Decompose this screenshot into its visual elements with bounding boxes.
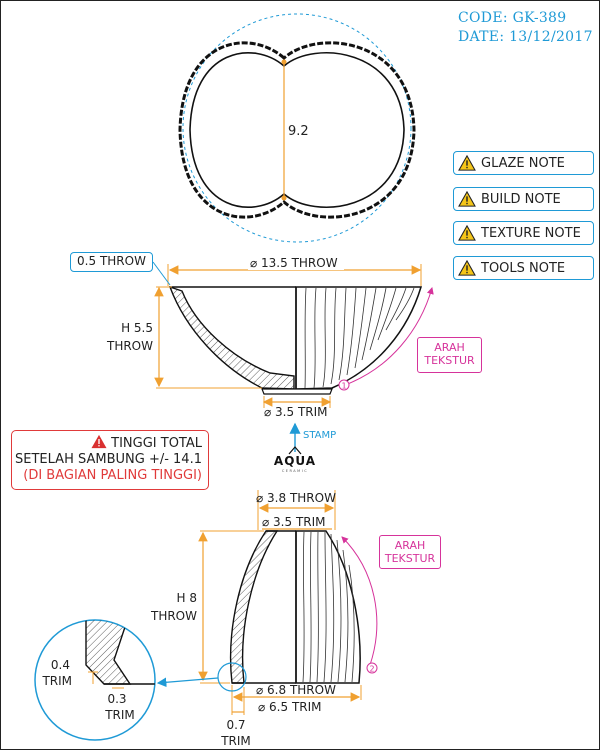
vase-base-inner-label: ⌀ 6.5 TRIM (258, 700, 322, 714)
alert-line: (DI BAGIAN PALING TINGGI) (23, 468, 202, 483)
vase-height-label: THROW (150, 609, 197, 623)
texture-tag-line: TEKSTUR (384, 552, 436, 565)
date-label: DATE: 13/12/2017 (458, 29, 593, 45)
bowl-width-label: ⌀ 13.5 THROW (250, 256, 338, 270)
texture-tag-line: ARAH (434, 341, 465, 354)
rim-thickness-tag: 0.5 THROW (70, 252, 153, 272)
bowl-texture-tag: ARAH TEKSTUR (417, 337, 482, 373)
note-label: TEXTURE NOTE (481, 225, 581, 241)
vase-wall-label: 0.7 (226, 718, 245, 732)
vase-wall-label: TRIM (220, 734, 251, 748)
top-diameter-label: 9.2 (288, 124, 309, 139)
note-label: TOOLS NOTE (481, 260, 566, 276)
detail-trim-a-label: TRIM (41, 674, 72, 688)
code-label: CODE: GK-389 (458, 10, 566, 26)
bowl-marker (338, 379, 350, 391)
vase-top-inner-label: ⌀ 3.5 TRIM (262, 515, 326, 529)
detail-trim-b-label: 0.3 (107, 692, 126, 706)
bowl-foot (261, 388, 333, 395)
bowl-height-label: H 5.5 (121, 321, 153, 335)
top-view-guide-circle (182, 13, 412, 243)
texture-tag-line: ARAH (394, 539, 426, 552)
glaze-note-button[interactable]: GLAZE NOTE (453, 151, 594, 175)
total-height-alert: TINGGI TOTAL SETELAH SAMBUNG +/- 14.1 (D… (11, 430, 209, 490)
bowl-exterior (295, 286, 423, 390)
vase-base-outer-label: ⌀ 6.8 THROW (256, 683, 336, 697)
detail-leader-line (156, 677, 219, 688)
alert-line: TINGGI TOTAL (111, 436, 202, 451)
logo-mark (288, 446, 302, 455)
bowl-marker-number: 1 (341, 382, 346, 391)
vase-top-outer-label: ⌀ 3.8 THROW (256, 491, 336, 505)
texture-tag-line: TEKSTUR (424, 354, 475, 367)
warning-icon (458, 225, 476, 241)
note-label: BUILD NOTE (481, 191, 561, 207)
vase-exterior (295, 530, 361, 684)
build-note-button[interactable]: BUILD NOTE (453, 187, 594, 211)
logo-text: AQUA (274, 454, 316, 468)
top-diameter-point (281, 59, 287, 65)
vase-marker (366, 662, 378, 674)
tools-note-button[interactable]: TOOLS NOTE (453, 256, 594, 280)
texture-note-button[interactable]: TEXTURE NOTE (453, 221, 594, 245)
warning-icon (458, 191, 476, 207)
detail-reference-circle (217, 662, 247, 692)
top-view-outline-outer (178, 41, 416, 219)
vase-height-label: H 8 (177, 591, 197, 605)
bowl-width-label-bg (248, 255, 344, 270)
bowl-height-label: THROW (106, 339, 153, 353)
warning-icon (458, 155, 476, 171)
note-label: GLAZE NOTE (481, 155, 565, 171)
vase-texture-lines (302, 531, 355, 683)
vase-marker-number: 2 (369, 665, 374, 674)
detail-view: 0.4 TRIM 0.3 TRIM (34, 619, 156, 741)
logo-subtext: CERAMIC (282, 469, 308, 473)
detail-trim-b-label: TRIM (104, 708, 135, 722)
top-view: 9.2 (178, 13, 416, 243)
bowl-wall-hatched (168, 285, 295, 390)
stamp-label: STAMP (303, 430, 336, 441)
rim-leader-line (152, 261, 171, 286)
bowl-texture-arrow (344, 287, 434, 386)
vase-section: ⌀ 3.8 THROW ⌀ 3.5 TRIM H 8 THROW (150, 490, 378, 748)
stamp-callout: STAMP AQUA CERAMIC (274, 422, 336, 473)
alert-line: SETELAH SAMBUNG +/- 14.1 (15, 452, 202, 467)
vase-wall-hatched (229, 530, 279, 684)
warning-icon (458, 260, 476, 276)
bowl-section: ⌀ 13.5 THROW H 5.5 THROW (106, 255, 434, 419)
warning-red-icon (91, 434, 107, 449)
bowl-foot-label: ⌀ 3.5 TRIM (264, 405, 328, 419)
bowl-texture-lines (304, 287, 415, 389)
vase-texture-arrow (341, 536, 378, 666)
vase-texture-tag: ARAH TEKSTUR (379, 535, 441, 569)
detail-trim-a-label: 0.4 (51, 658, 70, 672)
top-diameter-point (281, 195, 287, 201)
